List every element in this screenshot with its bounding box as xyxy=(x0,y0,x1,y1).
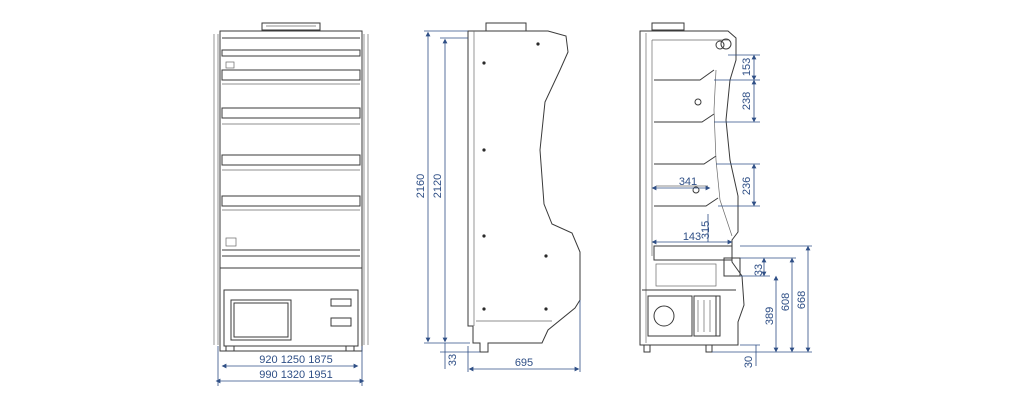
base-height-1-label: 389 xyxy=(764,307,776,325)
section-view xyxy=(639,22,745,353)
front-shelves xyxy=(221,69,361,257)
side-depth-label: 695 xyxy=(515,357,533,369)
shelf-gap-2-label: 238 xyxy=(741,92,753,110)
shelf-depth-1-label: 341 xyxy=(679,176,697,188)
base-height-2-label: 608 xyxy=(780,293,792,311)
shelf-edge-label: 315 xyxy=(700,221,712,239)
base-height-3-label: 668 xyxy=(796,291,808,309)
side-view xyxy=(467,22,581,353)
side-dimensions xyxy=(424,30,581,372)
side-height-inner-label: 2120 xyxy=(432,174,444,198)
front-width-upper-label: 920 1250 1875 xyxy=(259,354,332,366)
base-step-label: 33 xyxy=(753,264,765,276)
shelf-gap-3-label: 236 xyxy=(741,177,753,195)
front-width-lower-label: 990 1320 1951 xyxy=(259,369,332,381)
side-foot-height-label: 33 xyxy=(447,354,459,366)
foot-label: 30 xyxy=(743,356,755,368)
shelf-depth-2-label: 143 xyxy=(683,231,701,243)
front-view xyxy=(213,22,369,352)
side-height-total-label: 2160 xyxy=(415,174,427,198)
section-dimensions xyxy=(651,54,812,366)
shelf-gap-1-label: 153 xyxy=(741,58,753,76)
front-dimensions xyxy=(215,346,365,386)
